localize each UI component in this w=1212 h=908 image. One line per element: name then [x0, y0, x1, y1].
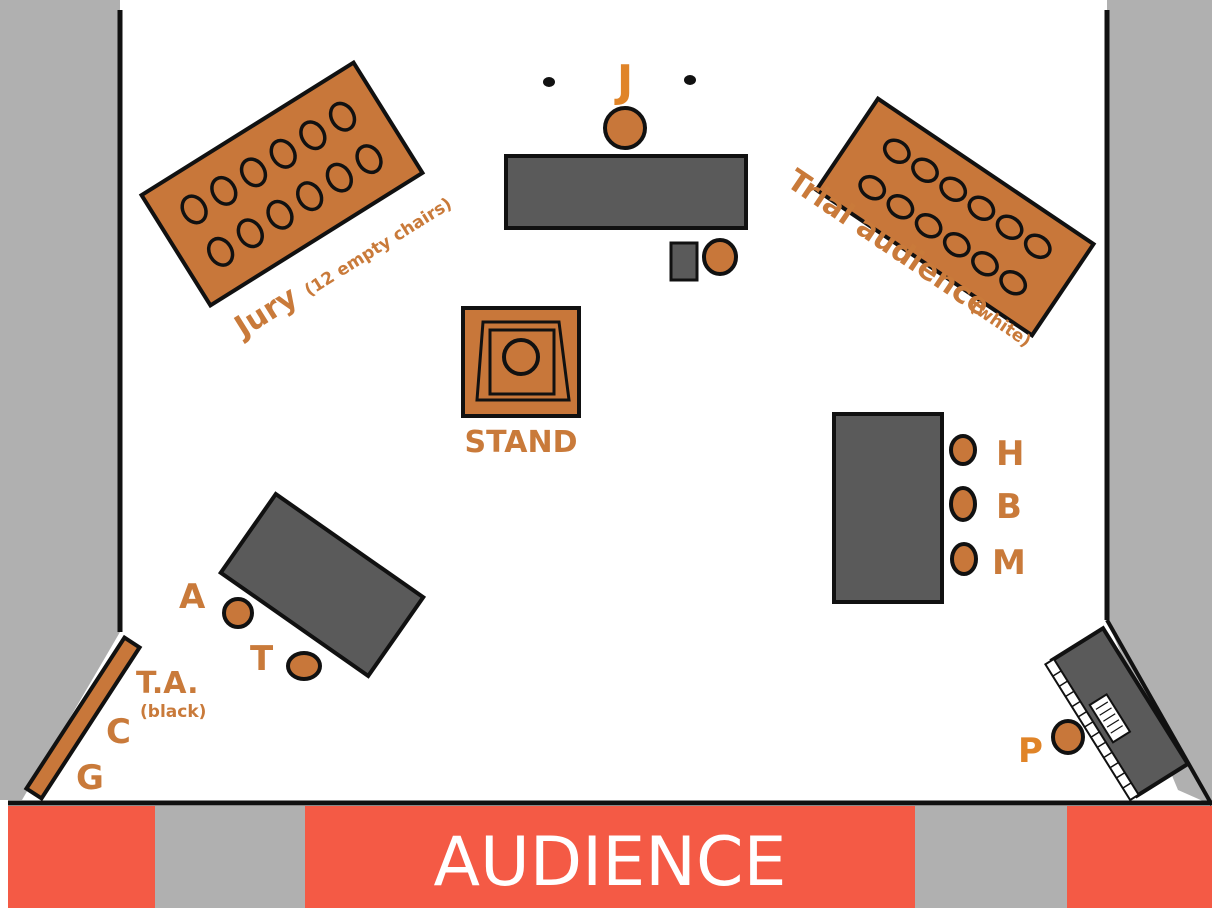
aisle-right: [915, 806, 1067, 908]
audience-block-right: [1067, 806, 1212, 908]
trial-audience-platform: [813, 95, 1097, 339]
judge-label: J: [614, 56, 633, 107]
judge-bench: [504, 154, 748, 230]
trial-audience-chairs: [858, 138, 1052, 296]
clerk-desk: [669, 241, 699, 282]
jury-box: [138, 59, 426, 309]
audience-block-center: [305, 806, 915, 908]
piano-icon: [1044, 625, 1191, 802]
witness-stand: [461, 306, 581, 418]
chair-b: [949, 486, 977, 522]
ta-bench-group: [23, 634, 143, 802]
label-c: C: [106, 712, 131, 752]
right-wall: [1107, 0, 1212, 805]
stand-label: STAND: [465, 425, 578, 460]
jury-box-platform: [138, 59, 426, 309]
chair-m: [950, 542, 978, 576]
prosecution-table: [217, 491, 427, 679]
ta-bench: [23, 634, 143, 802]
label-a: A: [179, 577, 206, 617]
judge-flag-right: [684, 75, 696, 85]
right-wall-diagonal: [1105, 619, 1212, 806]
jury-chairs: [180, 101, 383, 267]
left-wall: [0, 0, 120, 800]
label-t: T: [250, 639, 274, 679]
label-p: P: [1018, 731, 1043, 771]
label-b: B: [996, 487, 1022, 527]
label-m: M: [992, 543, 1026, 583]
chair-t: [286, 651, 322, 681]
label-ta-note: (black): [140, 702, 206, 722]
clerk-chair: [702, 238, 738, 276]
judge-flag-left: [543, 77, 555, 87]
trial-audience-box: [813, 95, 1097, 339]
witness-chair: [502, 338, 540, 376]
prosecution-table-group: [217, 491, 427, 679]
label-g: G: [76, 758, 104, 798]
label-h: H: [996, 434, 1024, 474]
aisle-left: [155, 806, 305, 908]
judge-chair: [603, 106, 647, 150]
chair-a: [222, 597, 254, 629]
audience-block-left: [8, 806, 155, 908]
chair-h: [949, 434, 977, 466]
label-ta: T.A.: [136, 666, 198, 701]
chair-p: [1051, 719, 1085, 755]
defense-table: [832, 412, 944, 604]
audience-label: AUDIENCE: [434, 823, 787, 902]
